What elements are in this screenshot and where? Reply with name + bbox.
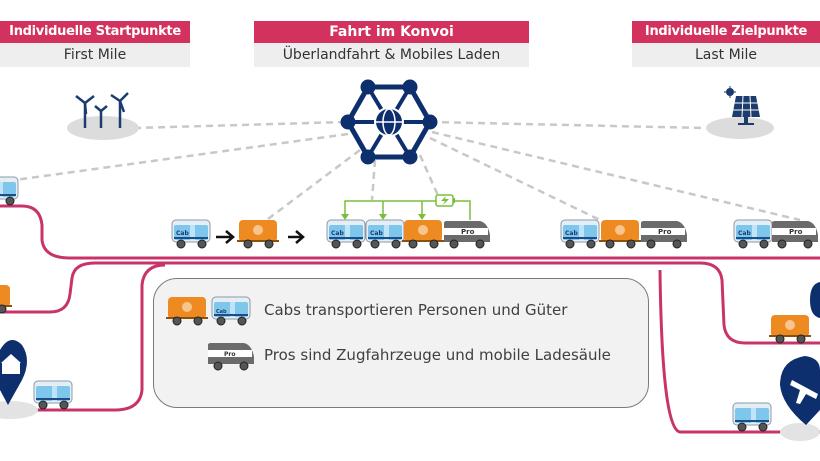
header-last-mile: Individuelle Zielpunkte Last Mile bbox=[632, 21, 820, 67]
legend-box: Cab Pro Cabs transportieren Personen und… bbox=[153, 278, 649, 408]
network-hub-icon bbox=[340, 79, 438, 165]
pro-label: Pro bbox=[789, 228, 803, 236]
cab-label: Cab bbox=[176, 230, 189, 237]
arrow-right-icon bbox=[216, 230, 235, 244]
solar-panel-icon bbox=[706, 86, 774, 139]
cab-label: Cab bbox=[565, 230, 578, 237]
vehicle-cab bbox=[0, 176, 19, 206]
header-convoy: Fahrt im Konvoi Überlandfahrt & Mobiles … bbox=[254, 21, 529, 67]
vehicle-cab bbox=[33, 380, 73, 410]
home-pin-icon bbox=[0, 340, 38, 419]
wind-turbines-icon bbox=[67, 92, 139, 140]
pro-label: Pro bbox=[224, 351, 235, 358]
cab-label: Cab bbox=[216, 309, 227, 315]
cab-label: Cab bbox=[370, 230, 383, 237]
cab-label: Cab bbox=[331, 230, 344, 237]
pin-partial-icon bbox=[810, 282, 820, 318]
header-subtitle: Überlandfahrt & Mobiles Laden bbox=[254, 43, 529, 67]
vehicle-cab bbox=[732, 402, 772, 432]
arrow-right-icon bbox=[288, 230, 305, 244]
cab-label: Cab bbox=[738, 230, 751, 237]
vehicle-cargo bbox=[236, 219, 280, 249]
vehicle-cargo bbox=[401, 219, 445, 249]
header-subtitle: Last Mile bbox=[632, 43, 820, 67]
charging-lines bbox=[344, 200, 471, 220]
legend-cabs-text: Cabs transportieren Personen und Güter bbox=[264, 301, 568, 319]
header-first-mile: Individuelle Startpunkte First Mile bbox=[0, 21, 190, 67]
airport-pin-icon bbox=[780, 356, 820, 441]
charge-arrows bbox=[341, 214, 426, 220]
vehicle-cargo bbox=[0, 284, 13, 314]
header-title: Fahrt im Konvoi bbox=[254, 21, 529, 43]
vehicle-cargo bbox=[598, 219, 642, 249]
pro-label: Pro bbox=[658, 228, 672, 236]
hub-connectors bbox=[14, 120, 801, 226]
header-title: Individuelle Startpunkte bbox=[0, 21, 190, 43]
header-title: Individuelle Zielpunkte bbox=[632, 21, 820, 43]
vehicle-cargo bbox=[768, 314, 812, 344]
legend-cargo-icon bbox=[165, 296, 209, 326]
header-subtitle: First Mile bbox=[0, 43, 190, 67]
battery-charging-icon bbox=[435, 194, 455, 207]
pro-label: Pro bbox=[461, 228, 475, 236]
route-lines bbox=[0, 204, 820, 434]
legend-icons: Cab Pro bbox=[165, 296, 255, 371]
legend-pros-text: Pros sind Zugfahrzeuge und mobile Ladesä… bbox=[264, 346, 611, 364]
